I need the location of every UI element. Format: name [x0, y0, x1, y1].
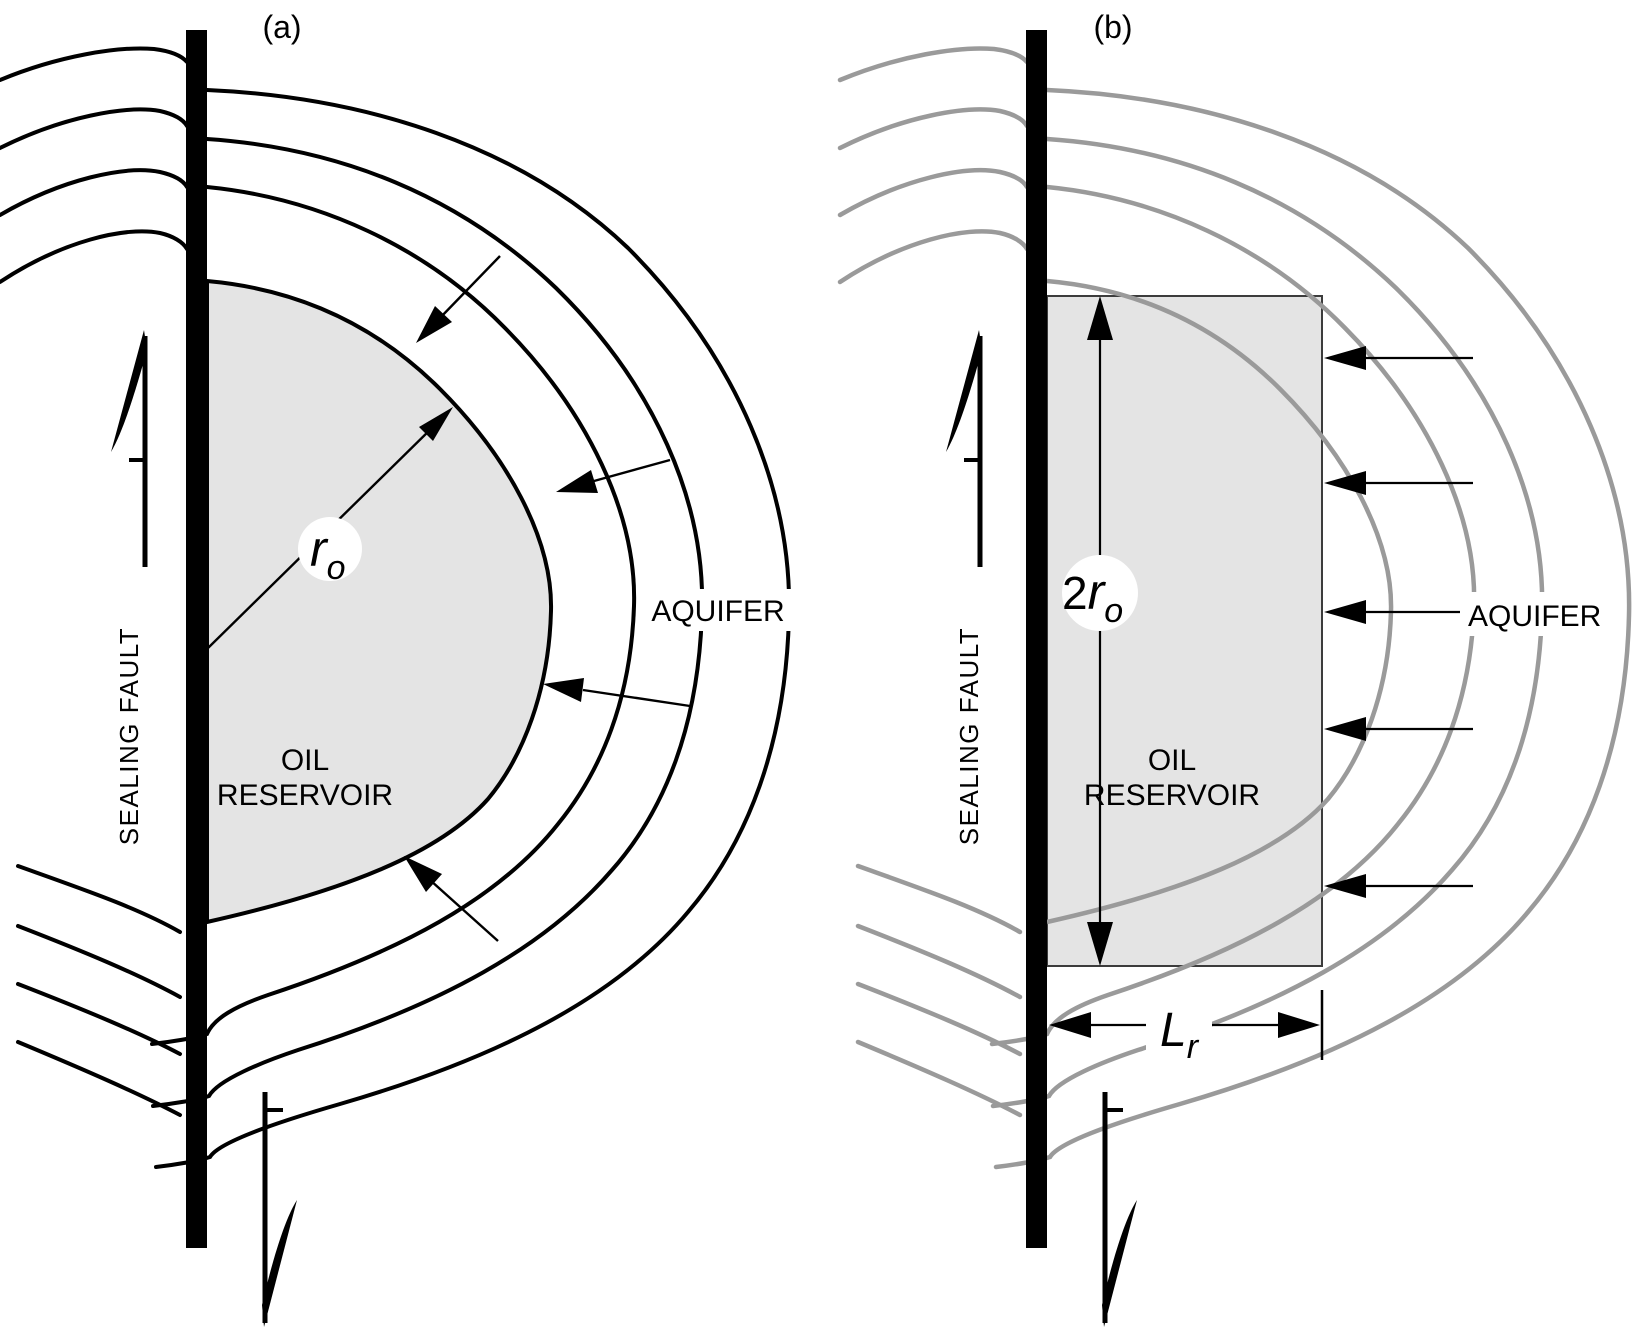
- panel-a-title: (a): [262, 9, 301, 45]
- length-dimension-arrowhead-left: [1049, 1012, 1091, 1038]
- influx-arrow-line: [437, 255, 501, 321]
- oil-reservoir-label-b-line2: RESERVOIR: [1084, 779, 1260, 812]
- water-influx-arrows-b: [1366, 356, 1473, 888]
- influx-arrowhead: [416, 306, 452, 343]
- radius-dimension-a: ro: [206, 407, 453, 650]
- sealing-fault-bar: [1026, 30, 1047, 1248]
- height-dimension-b: 2ro: [1062, 296, 1138, 966]
- radius-label: ro: [310, 521, 346, 587]
- influx-arrow-line: [593, 458, 671, 483]
- length-dimension-b: Lr: [1049, 990, 1324, 1066]
- water-influx-arrowheads-b: [1324, 346, 1366, 898]
- influx-arrowhead: [543, 678, 584, 702]
- influx-arrowhead: [1324, 600, 1366, 624]
- influx-arrowhead: [556, 470, 598, 493]
- oil-reservoir-label-b-line1: OIL: [1148, 744, 1196, 777]
- fault-slip-down-arrow-b: [1102, 1092, 1137, 1327]
- length-label-knockout: [1146, 994, 1212, 1054]
- influx-arrowhead: [1324, 874, 1366, 898]
- aquifer-label-knockout-b: [1460, 592, 1615, 636]
- panel-b-title: (b): [1093, 9, 1132, 45]
- influx-arrowhead: [404, 856, 442, 892]
- radius-arrowhead: [419, 407, 453, 441]
- height-dimension-arrowhead-bottom: [1087, 922, 1113, 966]
- influx-arrowhead: [1324, 471, 1366, 495]
- fault-slip-up-arrow-a: [111, 330, 148, 567]
- slip-arrow-blade: [946, 330, 982, 452]
- oil-reservoir-label-a-line2: RESERVOIR: [217, 779, 393, 812]
- influx-arrowhead: [1324, 346, 1366, 370]
- sealing-fault-label-b: SEALING FAULT: [954, 627, 984, 845]
- aquifer-label-b: AQUIFER: [1468, 600, 1601, 633]
- fault-slip-up-arrow-b: [946, 330, 983, 567]
- panel-b: (b) 2ro: [840, 9, 1629, 1327]
- slip-arrow-blade: [1102, 1200, 1137, 1327]
- sealing-fault-label-a: SEALING FAULT: [114, 627, 144, 845]
- oil-reservoir-region: [205, 278, 554, 925]
- water-influx-arrowheads-a: [404, 306, 598, 892]
- fault-slip-down-arrow-a: [262, 1092, 297, 1327]
- length-dimension-arrowhead-right: [1278, 1012, 1320, 1038]
- aquifer-label-a: AQUIFER: [651, 595, 784, 628]
- height-label: 2ro: [1062, 564, 1123, 630]
- radius-label-badge: [298, 517, 362, 581]
- height-label-badge: [1062, 555, 1138, 631]
- oil-reservoir-rectangle: [1046, 295, 1323, 967]
- influx-arrow-line: [429, 879, 499, 942]
- length-label: Lr: [1160, 1004, 1200, 1066]
- slip-arrow-blade: [111, 330, 147, 452]
- height-dimension-arrowhead-top: [1087, 296, 1113, 340]
- panel-a: (a) ro: [0, 9, 792, 1327]
- influx-arrowhead: [1324, 717, 1366, 741]
- slip-arrow-blade: [262, 1200, 297, 1327]
- oil-reservoir-label-a-line1: OIL: [281, 744, 329, 777]
- water-influx-arrows-a: [429, 255, 691, 942]
- aquifer-label-knockout-a: [642, 589, 792, 631]
- influx-arrow-line: [582, 688, 691, 708]
- sealing-fault-bar: [186, 30, 207, 1248]
